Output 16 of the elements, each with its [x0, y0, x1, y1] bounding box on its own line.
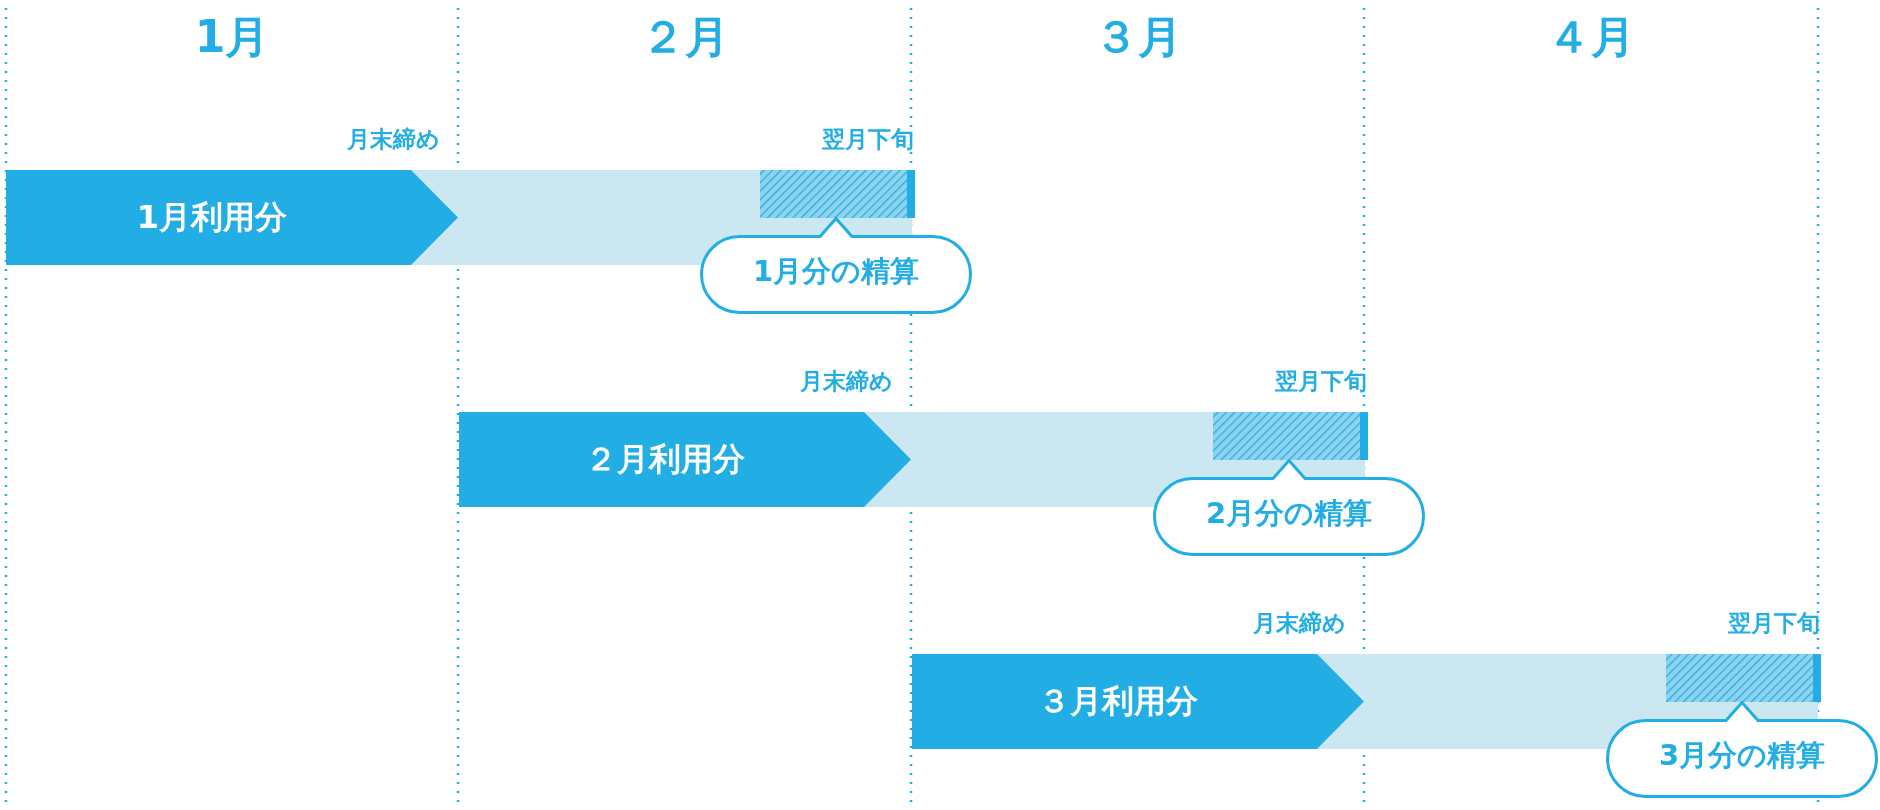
settlement-date-label: 翌月下旬	[1275, 367, 1367, 396]
month-heading: ４月	[1546, 10, 1636, 64]
arrow-bar: ２月利用分	[459, 412, 911, 507]
cutoff-label: 月末締め	[1253, 609, 1346, 638]
cutoff-label: 月末締め	[800, 367, 893, 396]
callout-bubble: 1月分の精算	[700, 217, 972, 314]
callout-bubble: 2月分の精算	[1153, 459, 1425, 556]
settlement-date-label: 翌月下旬	[822, 125, 914, 154]
month-heading: ２月	[639, 10, 730, 64]
cutoff-label: 月末締め	[347, 125, 440, 154]
arrow-bar: 1月利用分	[6, 170, 458, 265]
settlement-date-label: 翌月下旬	[1728, 609, 1820, 638]
callout-bubble: 3月分の精算	[1606, 701, 1878, 798]
month-heading: 1月	[193, 10, 271, 64]
month-heading: ３月	[1092, 10, 1183, 64]
arrow-bar: ３月利用分	[912, 654, 1364, 749]
